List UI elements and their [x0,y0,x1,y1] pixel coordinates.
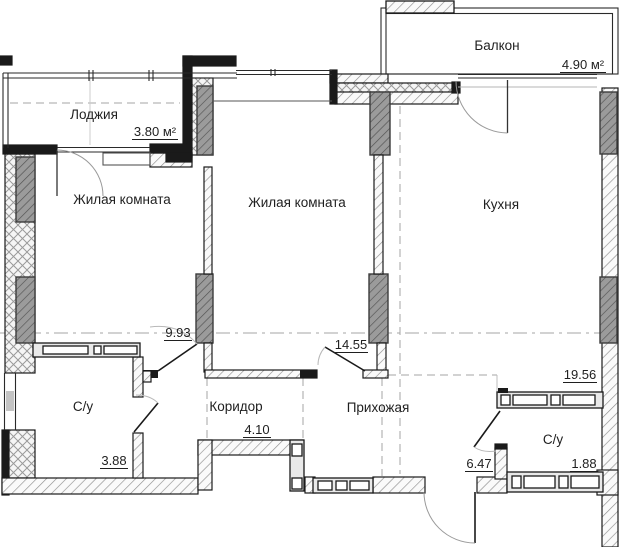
wall-loggia-sill-left [2,144,58,155]
room-label-kitchen: Кухня [483,197,519,212]
room-label-loggia: Лоджия [70,107,118,122]
room-area-balcony: 4.90 м² [562,57,605,72]
doors [56,80,509,544]
room-area-bathroom-right: 1.88 [571,456,596,471]
wall-entry-stub [494,447,508,480]
door-living-left [149,325,198,372]
wall-kitchen-divider-stub [376,342,387,373]
room-label-hallway: Прихожая [347,400,410,415]
wall-living-divider-stub [203,342,213,373]
vent-wall-niche [289,439,305,492]
balcony-enclosure [380,0,619,75]
wall-bath-left-lower [132,432,144,479]
wall-loggia-corner [165,152,193,163]
room-area-living-left: 9.93 [165,325,190,340]
door-living-middle [317,346,366,372]
vent-shaft-walls [32,342,604,494]
room-area-bathroom-left: 3.88 [101,453,126,468]
room-label-bathroom-left: С/у [73,399,94,414]
interior-walls [33,154,389,479]
room-label-living-middle: Жилая комната [248,195,346,210]
room-area-loggia: 3.80 м² [134,124,177,139]
columns [15,85,618,344]
door-bathroom-right [473,410,501,452]
vent-wall-bath-right-top [496,388,604,409]
windows [2,0,619,430]
column [15,156,36,223]
niche-top [197,439,304,456]
column [15,276,36,344]
wall-left-edge [1,429,10,496]
wall-bottom-left [1,477,199,495]
column [599,276,618,344]
column [599,91,618,155]
column [369,91,391,156]
wall-kitchen-divider [373,154,384,275]
column [195,273,214,344]
room-area-living-middle: 14.55 [335,337,368,352]
door-entrance [423,491,476,544]
door-loggia [56,149,104,197]
vent-wall-bath-right-bottom [506,471,604,493]
niche-left-leg [197,439,213,491]
room-labels: Лоджия 3.80 м² Балкон 4.90 м² Жилая комн… [70,38,606,472]
wall-bottom-mid-b [372,476,426,494]
room-area-kitchen: 19.56 [564,367,597,382]
room-label-balcony: Балкон [474,38,519,53]
loggia-railing [2,70,237,148]
room-label-bathroom-right: С/у [543,432,564,447]
column [196,85,214,156]
room-area-hallway: 6.47 [466,456,491,471]
wall-bath-left-upper [132,356,144,398]
room-label-living-left: Жилая комната [73,192,171,207]
vent-wall-bath-left-top [32,342,141,358]
wall-entry-stub-cap [494,443,508,450]
axis-lines [0,78,620,476]
wall-living-divider [203,166,213,275]
wall-kitchen-top-cap-l [329,69,338,105]
corner-top-left [0,55,13,66]
window-kitchen [458,73,597,88]
room-area-corridor: 4.10 [244,422,269,437]
door-bathroom-left [133,394,159,433]
wall-kitchen-top-c [334,91,459,105]
wall-loggia-sill-right [149,143,187,154]
wall-corridor-stub-base [362,369,389,379]
wall-kitchen-top-a [329,73,389,84]
window-living-middle [213,69,332,102]
wall-loggia-right-vert [182,55,193,158]
vent-wall-bottom [312,477,374,494]
wall-cap [300,370,317,378]
door-balcony [455,80,509,134]
column [368,273,389,344]
window-left-wall [3,373,17,430]
window-loggia-door [57,146,151,166]
room-label-corridor: Коридор [209,399,262,414]
wall-bath-left-tstub [142,370,152,383]
